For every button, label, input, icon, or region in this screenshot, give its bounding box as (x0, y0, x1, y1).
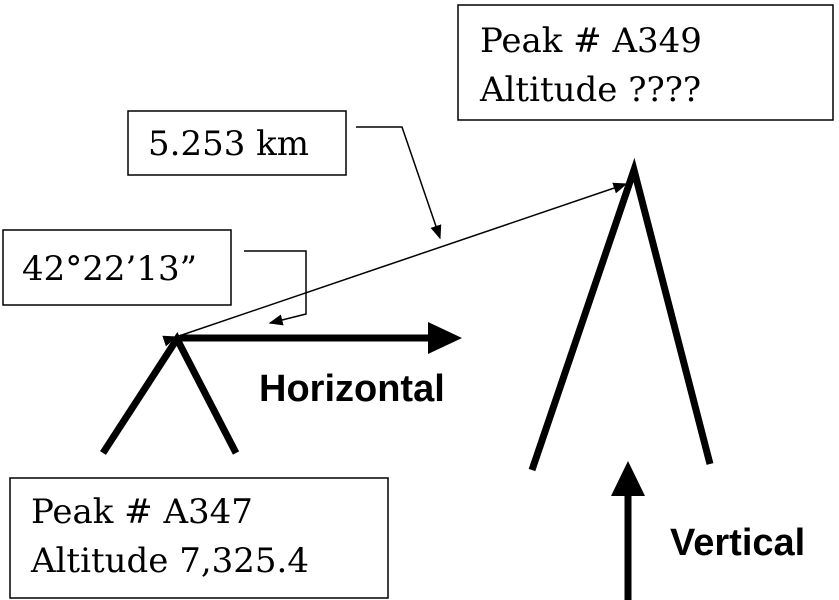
peak-to-peak-distance-line (162, 182, 628, 347)
angle-callout: 42°22’13” (2, 229, 307, 326)
peak-a347-altitude: Altitude 7,325.4 (30, 541, 309, 581)
distance-box (127, 110, 347, 176)
peak-a347-callout: Peak # A347 Altitude 7,325.4 (9, 477, 389, 599)
horizontal-arrow (180, 322, 462, 354)
peak-a347-name: Peak # A347 (31, 492, 253, 532)
vertical-arrow (611, 461, 645, 600)
distance-label: 5.253 km (148, 124, 309, 164)
distance-callout: 5.253 km (127, 110, 442, 240)
peak-a347-box (9, 477, 389, 599)
peak-a349-shape (528, 157, 714, 472)
horizontal-label: Horizontal (259, 368, 445, 410)
vertical-arrow-head (611, 461, 645, 496)
vertical-label: Vertical (670, 522, 805, 564)
angle-pointer-arrow (244, 250, 307, 326)
peak-a347-shape (100, 332, 240, 455)
peak-a349-box (457, 4, 834, 121)
peak-a349-altitude: Altitude ???? (479, 70, 701, 110)
horizontal-arrow-head (428, 322, 462, 354)
peak-a349-callout: Peak # A349 Altitude ???? (457, 4, 834, 121)
distance-pointer-arrow (356, 126, 442, 240)
peak-a349-name: Peak # A349 (480, 21, 702, 61)
angle-label: 42°22’13” (22, 249, 197, 289)
